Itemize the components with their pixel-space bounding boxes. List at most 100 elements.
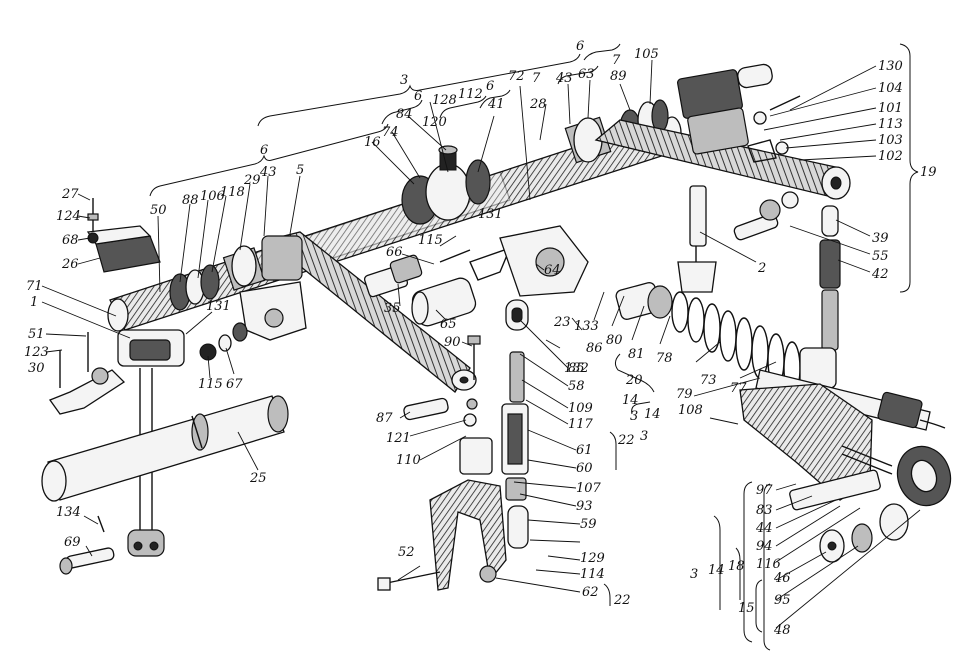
- label-22-top: 22: [617, 433, 635, 448]
- group-label-6-b: 6: [486, 79, 494, 94]
- label-44: 44: [755, 521, 773, 536]
- left-ball-joint: [48, 332, 126, 415]
- top-right-bracket: [677, 63, 801, 163]
- right-lift-arm: [594, 119, 851, 200]
- label-107: 107: [576, 481, 602, 496]
- label-30: 30: [28, 361, 45, 376]
- lower-spring: [615, 282, 837, 395]
- label-86: 86: [586, 341, 603, 356]
- left-upright-link: [117, 329, 185, 557]
- label-3-right: 3: [690, 567, 698, 582]
- label-118: 118: [220, 185, 245, 200]
- label-84: 84: [396, 107, 413, 122]
- label-68: 68: [62, 233, 79, 248]
- label-128: 128: [432, 93, 457, 108]
- label-35: 35: [384, 301, 401, 316]
- label-23: 23: [553, 315, 571, 330]
- label-14-right: 14: [708, 563, 725, 578]
- bolt-87: [403, 397, 478, 427]
- center-hub: [401, 145, 491, 225]
- label-113: 113: [878, 117, 903, 132]
- label-90: 90: [444, 335, 461, 350]
- label-103: 103: [878, 133, 903, 148]
- label-97: 97: [756, 483, 773, 498]
- label-77: 77: [730, 381, 747, 396]
- label-101: 101: [878, 101, 903, 116]
- label-131-left: 131: [206, 299, 231, 314]
- label-71: 71: [26, 279, 43, 294]
- leader-lines: [41, 59, 921, 629]
- label-102: 102: [878, 149, 903, 164]
- eye-link-48: [819, 445, 952, 563]
- label-29: 29: [243, 173, 261, 188]
- label-87: 87: [376, 411, 393, 426]
- label-63: 63: [578, 67, 595, 82]
- label-81: 81: [628, 347, 645, 362]
- label-58: 58: [568, 379, 585, 394]
- label-46: 46: [773, 571, 791, 586]
- label-22-bottom: 22: [613, 593, 631, 608]
- label-64: 64: [544, 263, 561, 278]
- label-132: 132: [564, 361, 589, 376]
- label-2: 2: [757, 261, 766, 276]
- label-129: 129: [580, 551, 605, 566]
- label-1: 1: [30, 295, 38, 310]
- label-27: 27: [61, 187, 79, 202]
- label-108: 108: [678, 403, 703, 418]
- label-51: 51: [28, 327, 45, 342]
- label-80: 80: [606, 333, 623, 348]
- lower-shaft-25: [41, 395, 289, 502]
- label-26: 26: [61, 257, 79, 272]
- label-41: 41: [487, 97, 505, 112]
- right-turnbuckle: [819, 205, 841, 351]
- label-115-center: 115: [418, 233, 443, 248]
- label-134: 134: [56, 505, 81, 520]
- label-72: 72: [508, 69, 525, 84]
- label-131-center: 131: [478, 207, 503, 222]
- label-116: 116: [756, 557, 781, 572]
- label-61: 61: [576, 443, 593, 458]
- label-95: 95: [774, 593, 791, 608]
- label-14-center: 14: [644, 407, 661, 422]
- group-label-3-bottom: 3: [630, 409, 638, 424]
- label-93: 93: [576, 499, 593, 514]
- label-73: 73: [700, 373, 717, 388]
- label-43-left: 43: [259, 165, 277, 180]
- label-121: 121: [386, 431, 411, 446]
- label-110: 110: [396, 453, 421, 468]
- label-94: 94: [756, 539, 773, 554]
- label-109: 109: [568, 401, 593, 416]
- label-42: 42: [871, 267, 889, 282]
- label-89: 89: [610, 69, 627, 84]
- label-105: 105: [634, 47, 659, 62]
- center-small-parts: [363, 225, 589, 327]
- label-67: 67: [226, 377, 243, 392]
- label-85: 85: [568, 361, 585, 376]
- label-28: 28: [529, 97, 547, 112]
- group-label-7-b: 7: [612, 53, 621, 68]
- label-20: 20: [625, 373, 643, 388]
- right-vertical-rod-2: [677, 185, 717, 293]
- label-120: 120: [422, 115, 447, 130]
- label-15: 15: [738, 601, 755, 616]
- right-pin-bracket: [733, 191, 799, 241]
- label-117: 117: [568, 417, 594, 432]
- label-62: 62: [582, 585, 599, 600]
- label-48: 48: [773, 623, 791, 638]
- fork-bracket: [377, 437, 507, 591]
- label-130: 130: [878, 59, 903, 74]
- label-114: 114: [580, 567, 605, 582]
- label-115-left: 115: [198, 377, 223, 392]
- label-124: 124: [56, 209, 81, 224]
- label-18: 18: [728, 559, 745, 574]
- label-19: 19: [920, 165, 937, 180]
- label-123: 123: [24, 345, 49, 360]
- label-60: 60: [576, 461, 593, 476]
- group-label-6-c: 6: [576, 39, 584, 54]
- label-74: 74: [382, 125, 399, 140]
- label-133: 133: [574, 319, 599, 334]
- label-69: 69: [64, 535, 81, 550]
- label-112: 112: [458, 87, 483, 102]
- bolt-90: [467, 335, 481, 380]
